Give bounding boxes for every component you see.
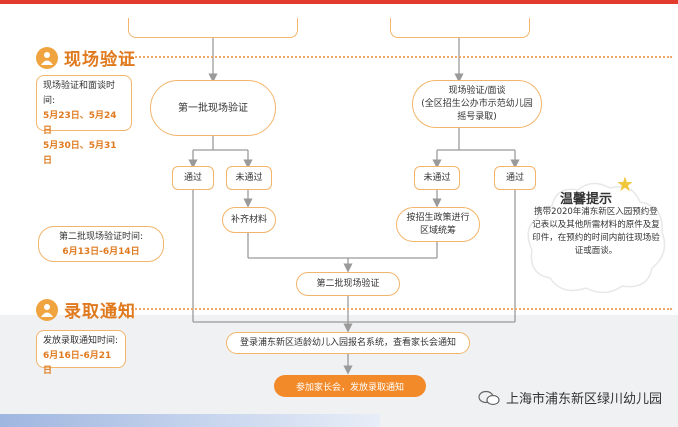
notice-time-box: 发放录取通知时间: 6月16日-6月21日 (36, 330, 126, 376)
second-batch-time-box: 第二批现场验证时间: 6月13日-6月14日 (38, 226, 164, 262)
fail-left-label: 未通过 (235, 172, 263, 183)
upstream-node-right (390, 18, 530, 38)
bottom-gradient-bar (0, 414, 380, 427)
verify-dates-2: 5月30日、5月31日 (43, 141, 117, 166)
fail-left-node: 未通过 (226, 166, 272, 190)
admit-divider (112, 308, 672, 310)
second-batch-label: 第二批现场验证时间: (58, 232, 144, 242)
wechat-icon (478, 390, 500, 405)
watermark: 上海市浦东新区绿川幼儿园 (478, 388, 662, 407)
login-system-label: 登录浦东新区适龄幼儿入园报名系统，查看家长会通知 (239, 337, 456, 348)
verify-section-header: 现场验证 (36, 45, 136, 70)
policy-line-1: 按招生政策进行 (406, 212, 470, 223)
pass-left-label: 通过 (183, 172, 202, 183)
fail-right-node: 未通过 (414, 166, 460, 190)
supplement-label: 补齐材料 (230, 214, 267, 225)
verify-section-title: 现场验证 (64, 50, 136, 70)
verify-interview-node: 现场验证/面谈 (全区招生公办市示范幼儿园 摇号录取) (412, 80, 542, 128)
person-icon (36, 46, 58, 69)
second-batch-node: 第二批现场验证 (296, 272, 400, 296)
tip-body: 携带2020年浦东新区入园预约登记表以及其他所需材料的原件及复印件，在预约的时间… (532, 207, 660, 256)
verify-time-box: 现场验证和面谈时间: 5月23日、5月24日 5月30日、5月31日 (36, 75, 132, 166)
admit-section-title: 录取通知 (64, 302, 136, 322)
tip-title: 温馨提示 (560, 192, 613, 207)
pass-right-label: 通过 (505, 172, 524, 183)
verify-time-label: 现场验证和面谈时间: (43, 81, 116, 106)
supplement-node: 补齐材料 (222, 207, 276, 233)
notice-dates: 6月16日-6月21日 (43, 351, 112, 376)
upstream-node-left (128, 18, 298, 38)
policy-node: 按招生政策进行 区域统筹 (396, 207, 480, 242)
fail-right-label: 未通过 (423, 172, 451, 183)
tip-cloud (527, 182, 666, 294)
second-batch-node-label: 第二批现场验证 (316, 278, 380, 289)
meeting-notice-node: 参加家长会，发放录取通知 (274, 375, 426, 397)
notice-label: 发放录取通知时间: (43, 336, 119, 346)
person-icon (36, 298, 58, 321)
verify-dates-1: 5月23日、5月24日 (43, 111, 117, 136)
first-batch-node: 第一批现场验证 (150, 80, 276, 136)
pass-right-node: 通过 (494, 166, 536, 190)
admit-section-header: 录取通知 (36, 297, 136, 322)
pass-left-node: 通过 (172, 166, 214, 190)
meeting-notice-label: 参加家长会，发放录取通知 (295, 382, 404, 393)
login-system-node: 登录浦东新区适龄幼儿入园报名系统，查看家长会通知 (226, 332, 470, 354)
second-batch-dates: 6月13日-6月14日 (62, 247, 140, 257)
policy-line-2: 区域统筹 (419, 225, 456, 236)
verify-interview-line-2: (全区招生公办市示范幼儿园 (421, 98, 533, 109)
verify-interview-line-1: 现场验证/面谈 (448, 85, 506, 96)
verify-divider (112, 56, 672, 58)
star-icon: ★ (616, 172, 634, 196)
verify-interview-line-3: 摇号录取) (457, 111, 497, 122)
top-accent-line (0, 0, 678, 4)
first-batch-label: 第一批现场验证 (178, 102, 248, 114)
watermark-text: 上海市浦东新区绿川幼儿园 (506, 392, 663, 407)
